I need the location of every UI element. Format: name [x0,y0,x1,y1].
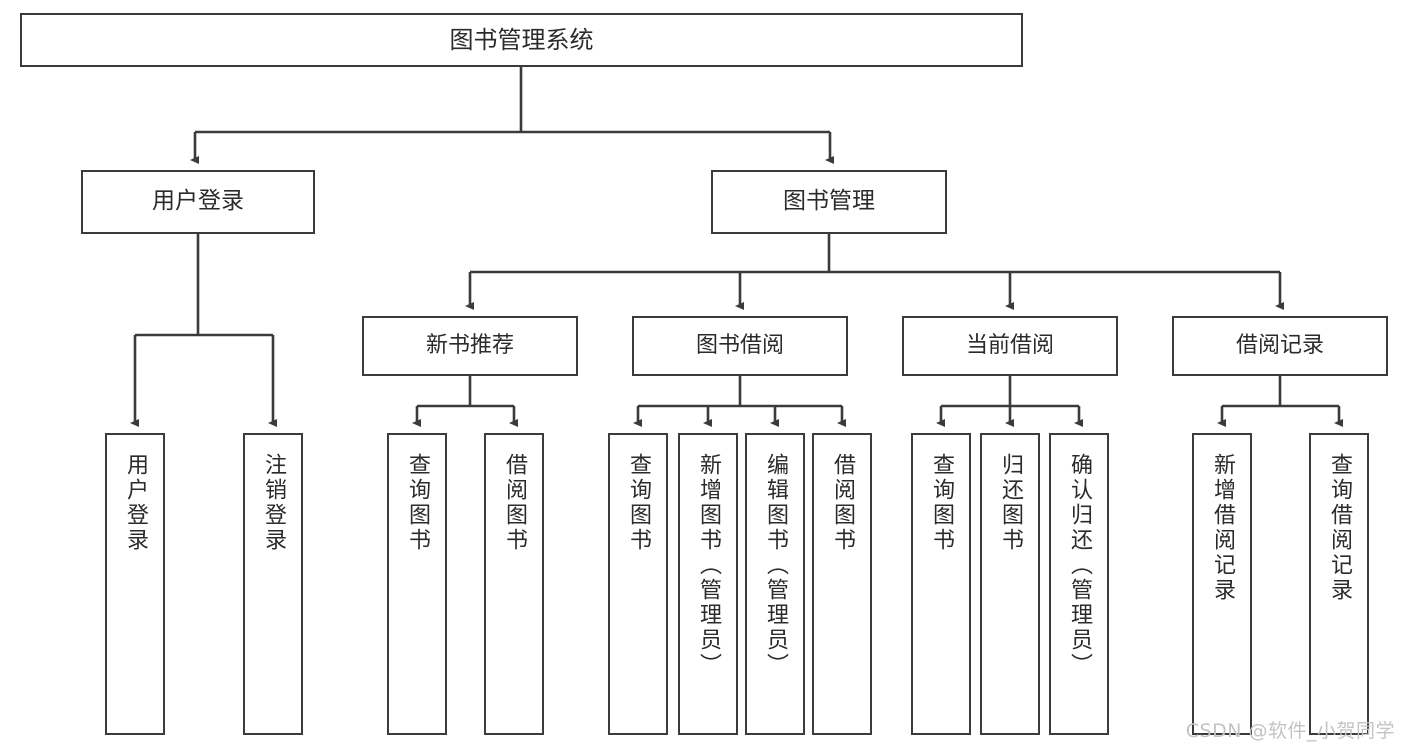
node-leaf-query-book-new-label: 查询图书 [405,453,430,553]
node-leaf-query-book-current-label: 查询图书 [929,453,954,553]
node-leaf-add-book-admin-label: 新增图书（管理员） [696,453,721,678]
node-leaf-confirm-return-admin-label: 确认归还（管理员） [1067,453,1092,678]
node-leaf-query-book-borrow-label: 查询图书 [626,453,651,553]
node-leaf-borrow-book[interactable]: 借阅图书 [812,433,872,735]
node-book-management-label: 图书管理 [783,188,875,215]
node-leaf-return-book-label: 归还图书 [998,453,1023,553]
node-leaf-logout[interactable]: 注销登录 [243,433,303,735]
node-borrow-record-label: 借阅记录 [1235,333,1324,359]
node-leaf-borrow-book-label: 借阅图书 [830,453,855,553]
node-leaf-query-book-current[interactable]: 查询图书 [911,433,971,735]
node-current-borrow-label: 当前借阅 [965,333,1054,359]
node-leaf-add-borrow-record[interactable]: 新增借阅记录 [1192,433,1252,735]
node-leaf-user-login[interactable]: 用户登录 [105,433,165,735]
node-leaf-user-login-label: 用户登录 [123,453,148,553]
node-leaf-query-borrow-record[interactable]: 查询借阅记录 [1309,433,1369,735]
node-leaf-query-book-new[interactable]: 查询图书 [387,433,447,735]
csdn-watermark: CSDN @软件_小贺同学 [1185,720,1395,742]
node-new-book-recommend-label: 新书推荐 [425,333,514,359]
node-user-login-label: 用户登录 [152,188,244,215]
node-leaf-return-book[interactable]: 归还图书 [980,433,1040,735]
node-leaf-confirm-return-admin[interactable]: 确认归还（管理员） [1049,433,1109,735]
node-leaf-add-book-admin[interactable]: 新增图书（管理员） [678,433,738,735]
node-new-book-recommend[interactable]: 新书推荐 [362,316,578,376]
node-book-borrow-label: 图书借阅 [695,333,784,359]
node-book-borrow[interactable]: 图书借阅 [632,316,848,376]
node-leaf-add-borrow-record-label: 新增借阅记录 [1210,453,1235,603]
node-leaf-query-borrow-record-label: 查询借阅记录 [1327,453,1352,603]
node-leaf-borrow-book-new-label: 借阅图书 [502,453,527,553]
node-root-book-management-system[interactable]: 图书管理系统 [20,13,1023,67]
node-leaf-logout-label: 注销登录 [261,453,286,553]
node-leaf-query-book-borrow[interactable]: 查询图书 [608,433,668,735]
node-leaf-edit-book-admin[interactable]: 编辑图书（管理员） [745,433,805,735]
node-current-borrow[interactable]: 当前借阅 [902,316,1118,376]
node-leaf-borrow-book-new[interactable]: 借阅图书 [484,433,544,735]
node-user-login[interactable]: 用户登录 [81,170,315,234]
node-book-management[interactable]: 图书管理 [711,170,947,234]
node-borrow-record[interactable]: 借阅记录 [1172,316,1388,376]
node-leaf-edit-book-admin-label: 编辑图书（管理员） [763,453,788,678]
node-root-label: 图书管理系统 [449,25,594,54]
